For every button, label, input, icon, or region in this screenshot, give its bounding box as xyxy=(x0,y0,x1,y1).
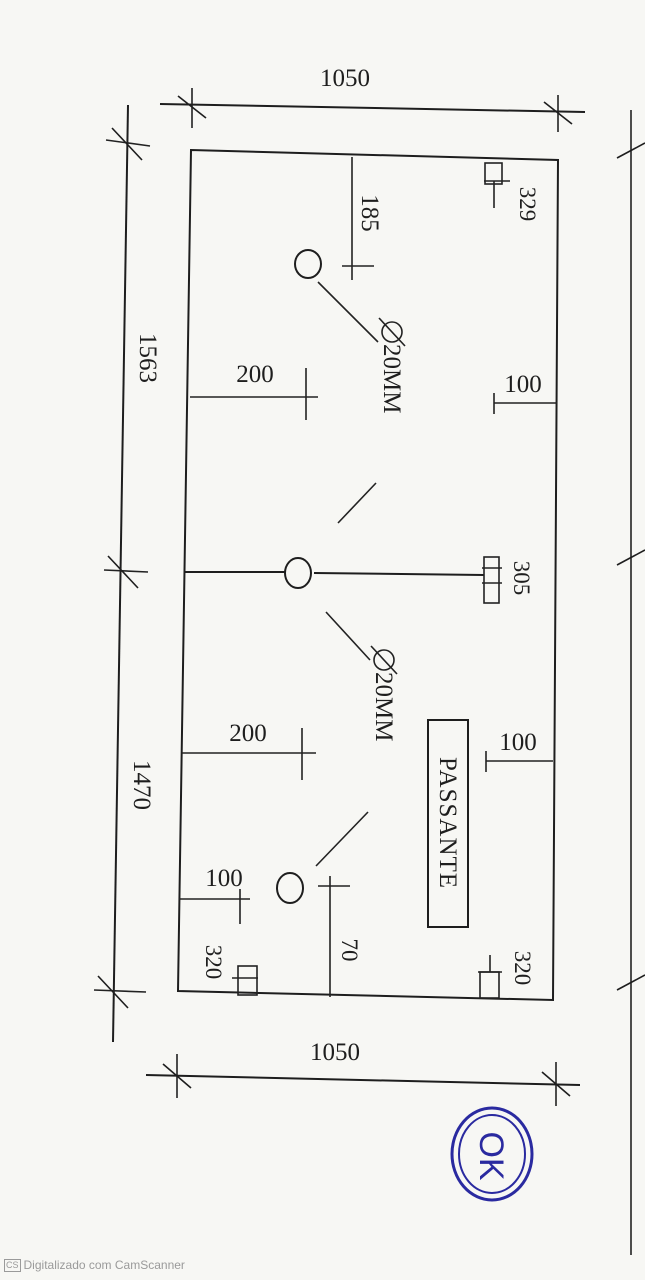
lower-diameter-label: 20MM xyxy=(370,672,397,741)
ok-stamp: OK xyxy=(450,1106,534,1202)
center-slot xyxy=(483,556,500,604)
left-offset-bottom-label: 100 xyxy=(205,865,243,892)
hole-top xyxy=(294,249,322,279)
bottom-hole-offset-label: 70 xyxy=(337,939,362,962)
upper-length-label: 1563 xyxy=(134,333,161,383)
center-section: 305 xyxy=(284,556,534,604)
left-offset-lower-label: 200 xyxy=(229,720,267,747)
page-edge-tick xyxy=(616,549,645,566)
top-width-label: 1050 xyxy=(320,65,370,92)
hole-bottom xyxy=(276,872,304,904)
diameter-symbol-icon xyxy=(381,321,403,343)
page-edge-tick xyxy=(616,142,645,159)
bottom-width-label: 1050 xyxy=(310,1039,360,1066)
stamp-text: OK xyxy=(472,1131,510,1180)
corner-top-right-label: 329 xyxy=(515,187,540,222)
left-dimension: 1563 1470 xyxy=(93,104,161,1043)
scanner-watermark-text: Digitalizado com CamScanner xyxy=(23,1258,185,1272)
right-offset-upper-label: 100 xyxy=(504,371,542,398)
passante-box xyxy=(427,719,469,928)
right-offset-lower-label: 100 xyxy=(499,729,537,756)
top-dimension: 1050 xyxy=(159,65,586,132)
lower-section: 20MM 200 100 PASSANTE 70 100 320 320 xyxy=(179,611,553,999)
diameter-symbol-icon xyxy=(373,649,395,671)
hole-offset-top-label: 185 xyxy=(356,194,383,232)
lower-diameter-callout: 20MM xyxy=(370,645,398,741)
left-offset-upper-label: 200 xyxy=(236,361,274,388)
upper-section: 185 200 100 329 20MM xyxy=(190,157,557,524)
corner-bottom-left-label: 320 xyxy=(201,945,226,980)
page-edge-tick xyxy=(616,974,645,991)
lower-length-label: 1470 xyxy=(128,760,155,810)
plate-outline xyxy=(176,148,560,1002)
bottom-dimension: 1050 xyxy=(145,1039,581,1106)
upper-diameter-label: 20MM xyxy=(378,344,405,413)
camscanner-badge: CS xyxy=(4,1259,21,1272)
upper-diameter-callout: 20MM xyxy=(378,317,406,413)
center-line-right xyxy=(313,572,485,576)
corner-bottom-right-label: 320 xyxy=(510,951,535,986)
passante-label: PASSANTE xyxy=(434,757,461,889)
hole-center xyxy=(284,557,312,589)
center-right-label: 305 xyxy=(509,561,534,596)
